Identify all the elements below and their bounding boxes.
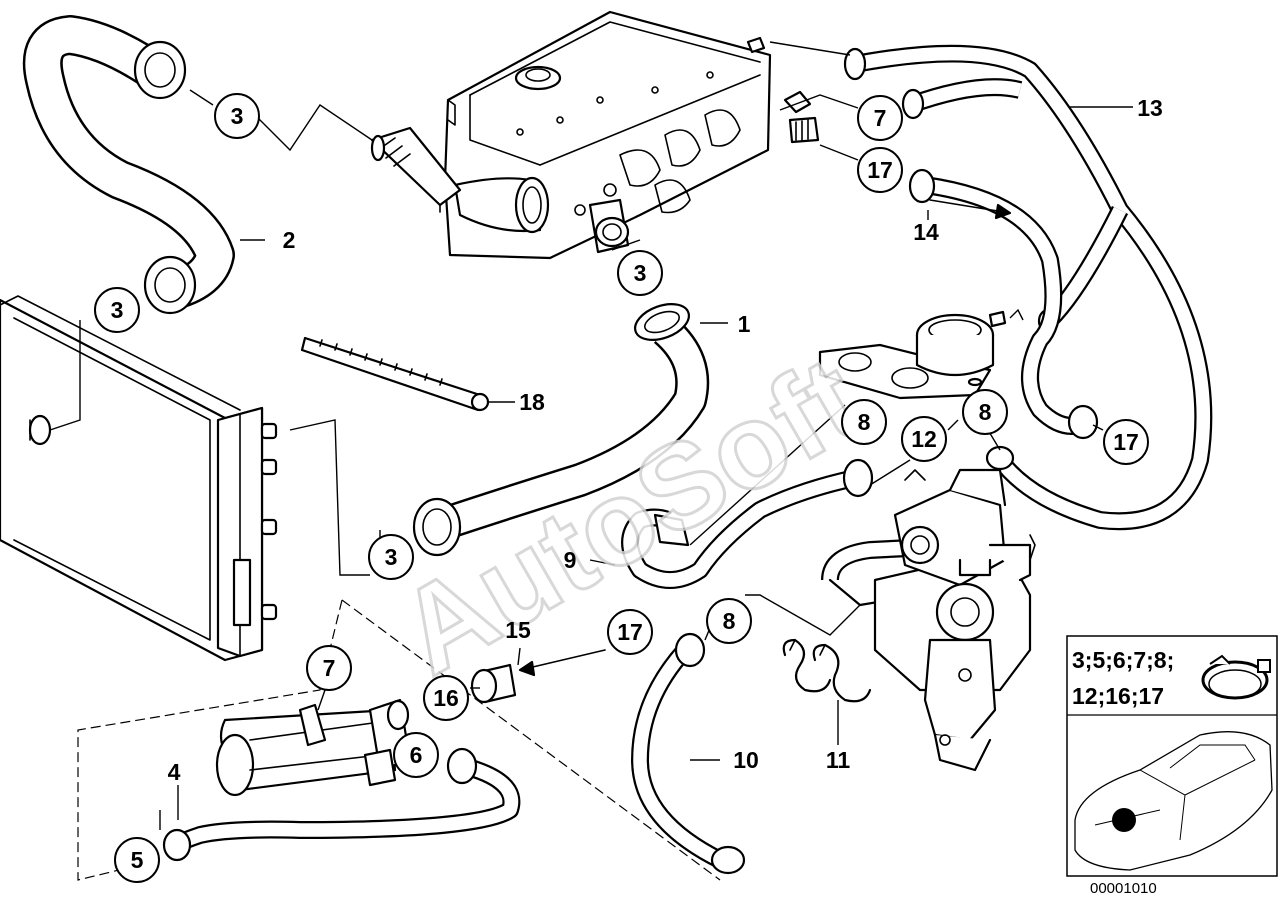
callout-16-text: 16 <box>433 685 459 711</box>
callout-3-left: 3 <box>94 287 140 333</box>
callout-7-text: 7 <box>323 655 336 681</box>
legend-line-1: 3;5;6;7;8; <box>1072 647 1174 673</box>
label-18: 18 <box>519 389 545 415</box>
callout-5: 5 <box>114 837 160 883</box>
hose-2 <box>22 15 235 315</box>
callout-3-text: 3 <box>231 103 244 129</box>
hose-1 <box>412 303 710 557</box>
callout-8-text: 8 <box>723 608 736 634</box>
callout-3-text: 3 <box>634 260 647 286</box>
pipe-assembly-4 <box>162 698 521 862</box>
cylinder-head <box>370 10 820 260</box>
callout-8-lower: 8 <box>706 598 752 644</box>
flange-12 <box>818 310 1007 400</box>
callout-17-text: 17 <box>867 157 893 183</box>
callout-17-top: 17 <box>857 147 903 193</box>
tie-wrap-18 <box>300 336 490 412</box>
label-1: 1 <box>738 311 751 337</box>
callout-16: 16 <box>423 675 469 721</box>
car-location-icon <box>1074 731 1273 871</box>
callout-12: 12 <box>901 416 947 462</box>
legend-line-2: 12;16;17 <box>1072 683 1164 709</box>
callout-8-right: 8 <box>962 389 1008 435</box>
legend-box: 3;5;6;7;8; 12;16;17 <box>1066 635 1278 877</box>
label-11: 11 <box>826 747 851 773</box>
callout-12-text: 12 <box>911 426 937 452</box>
label-2: 2 <box>283 227 296 253</box>
callout-5-text: 5 <box>131 847 144 873</box>
callout-8-text: 8 <box>858 409 871 435</box>
hose-clamp-icon <box>1201 654 1271 700</box>
callout-3-center: 3 <box>617 250 663 296</box>
hose-14 <box>908 168 1099 440</box>
heater-valve <box>821 468 1036 772</box>
callout-3-top: 3 <box>214 93 260 139</box>
callout-3-text: 3 <box>111 297 124 323</box>
callout-17-lower: 17 <box>607 609 653 655</box>
callout-3-text: 3 <box>385 544 398 570</box>
callout-8-text: 8 <box>979 399 992 425</box>
callout-17-text: 17 <box>617 619 643 645</box>
hose-10 <box>631 632 746 875</box>
callout-7-text: 7 <box>874 105 887 131</box>
callout-17-text: 17 <box>1113 429 1139 455</box>
radiator <box>0 295 278 662</box>
label-9: 9 <box>564 547 577 573</box>
label-15: 15 <box>505 617 531 643</box>
clips-11 <box>782 638 872 703</box>
label-10: 10 <box>733 747 759 773</box>
diagram-code: 00001010 <box>1090 880 1157 897</box>
callout-7-top: 7 <box>857 95 903 141</box>
callout-17-right: 17 <box>1103 419 1149 465</box>
callout-7-lower: 7 <box>306 645 352 691</box>
hose-9 <box>621 458 874 589</box>
pipe-15 <box>470 649 606 704</box>
label-4: 4 <box>168 759 181 785</box>
callout-8-center: 8 <box>841 399 887 445</box>
label-13: 13 <box>1137 95 1163 121</box>
callout-6: 6 <box>393 732 439 778</box>
callout-6-text: 6 <box>410 742 423 768</box>
label-14: 14 <box>913 219 939 245</box>
callout-3-lower: 3 <box>368 534 414 580</box>
